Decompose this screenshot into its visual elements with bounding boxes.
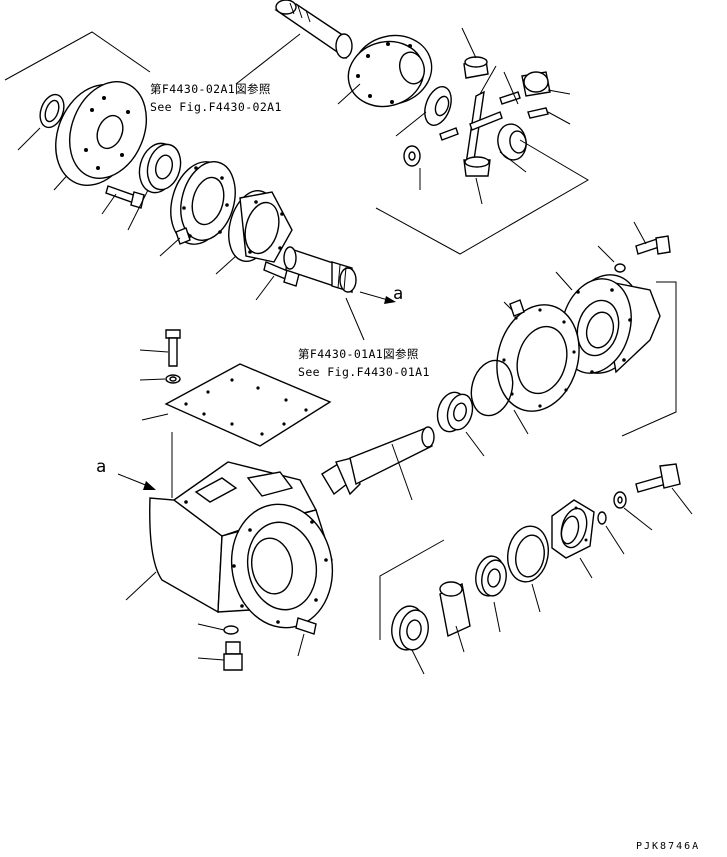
o-ring-small-part: [597, 511, 625, 555]
upper-ref-jp: 第F4430-02A1図参照: [150, 82, 271, 96]
pinion-bolt-part: [635, 463, 693, 515]
taper-bearing-part-right: [436, 391, 485, 457]
taper-bearing-part-lower: [475, 555, 507, 633]
shim-ring-part: [496, 299, 580, 412]
bearing-part-lower: [391, 605, 429, 675]
main-housing-part: [125, 461, 334, 629]
retainer-ring-part: [159, 161, 236, 257]
cage-bolt-part: [255, 261, 301, 301]
bearing-cage-part: [215, 190, 293, 275]
output-shaft-part: [283, 246, 396, 341]
flange-washer-part: [597, 245, 626, 273]
spacer-part: [439, 581, 471, 653]
dowel-pin-part: [295, 617, 317, 657]
differential-case-part: [337, 34, 433, 108]
bevel-pinion-shaft-part: [321, 426, 435, 501]
lower-ref-en: See Fig.F4430-01A1: [298, 365, 430, 379]
differential-group-frame: [375, 139, 589, 255]
pinion-gear-part-top: [461, 27, 489, 79]
lower-ref-jp: 第F4430-01A1図参照: [298, 347, 419, 361]
lower-group-frame: [379, 539, 445, 640]
bearing-part-upper: [127, 142, 182, 231]
thrust-washer-part: [403, 145, 421, 190]
cross-shaft-part: [465, 65, 503, 166]
right-group-frame: [621, 281, 677, 437]
drain-washer-part: [197, 623, 239, 635]
cover-bolt-part: [139, 329, 181, 367]
flange-bolt-part: [633, 221, 671, 255]
oil-seal-part: [507, 525, 549, 613]
coupling-plate-part: [55, 81, 147, 186]
upper-ref-label: 第F4430-02A1図参照 See Fig.F4430-02A1: [150, 82, 282, 114]
bolt-part: [101, 185, 145, 215]
coupling-flange-part: [551, 499, 595, 579]
snap-ring-part: [39, 93, 65, 129]
upper-ref-leader: [235, 33, 301, 85]
view-marker-a-upper: a: [393, 284, 403, 304]
cover-plate-part: [141, 363, 332, 498]
view-marker-a-left: a: [96, 457, 106, 477]
pinion-gear-part-bottom: [463, 156, 491, 205]
drain-plug-part: [197, 641, 243, 671]
lower-ref-label: 第F4430-01A1図参照 See Fig.F4430-01A1: [298, 347, 430, 379]
upper-shaft-part: [274, 0, 353, 60]
small-pins: [439, 71, 571, 141]
o-ring-part: [470, 359, 529, 435]
pinion-gear-part-right: [521, 71, 571, 97]
view-marker-arrow-left: [117, 473, 156, 490]
side-gear-part-right: [497, 123, 527, 173]
upper-ref-en: See Fig.F4430-02A1: [150, 100, 282, 114]
drawing-code: PJK8746A: [636, 841, 700, 852]
side-gear-part: [395, 86, 452, 137]
cover-washer-part: [139, 374, 181, 384]
pinion-washer-part: [613, 491, 653, 531]
